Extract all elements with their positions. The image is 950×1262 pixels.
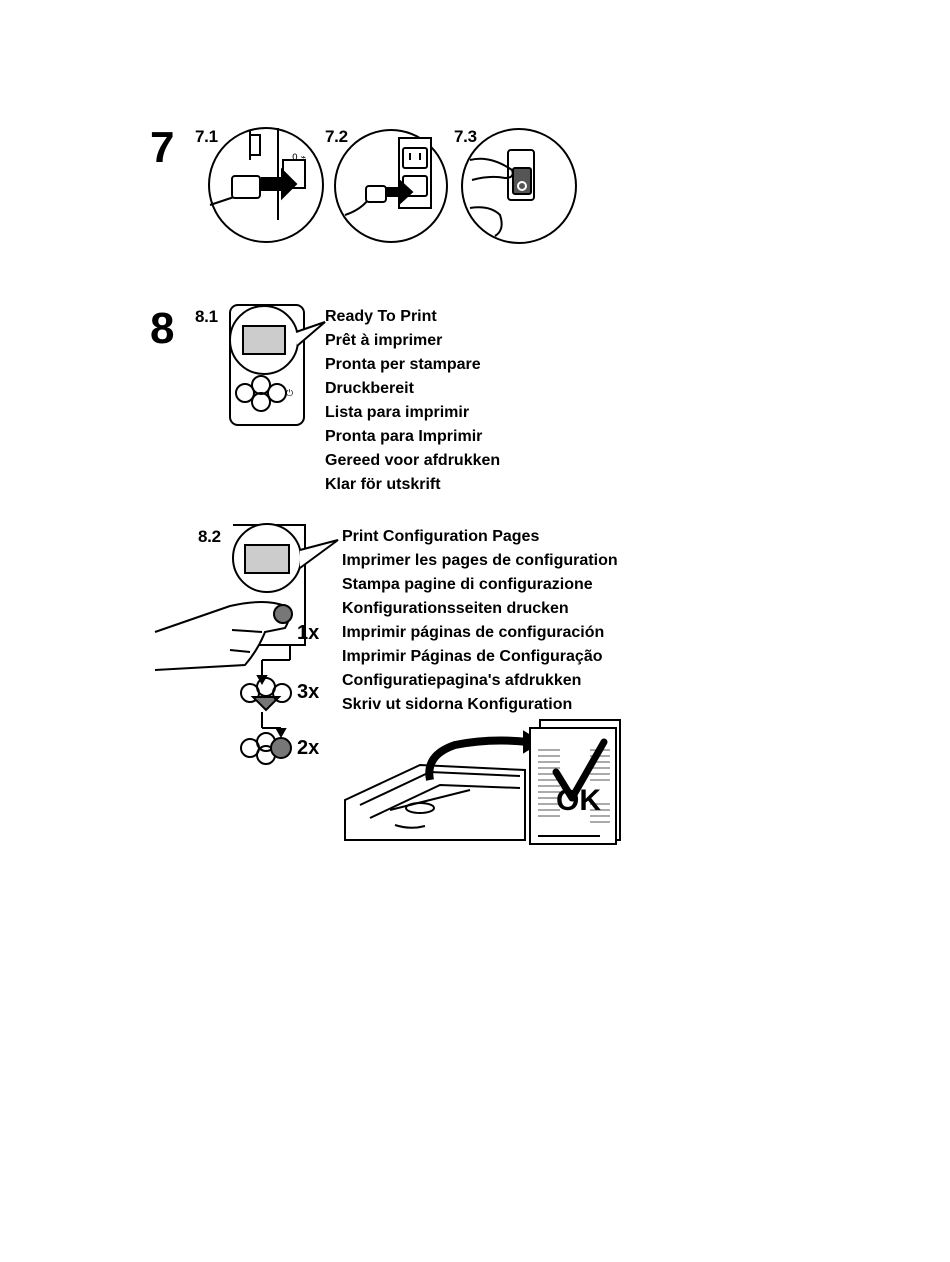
- ok-text: OK: [556, 784, 601, 817]
- configuration-page-icon: [530, 720, 620, 844]
